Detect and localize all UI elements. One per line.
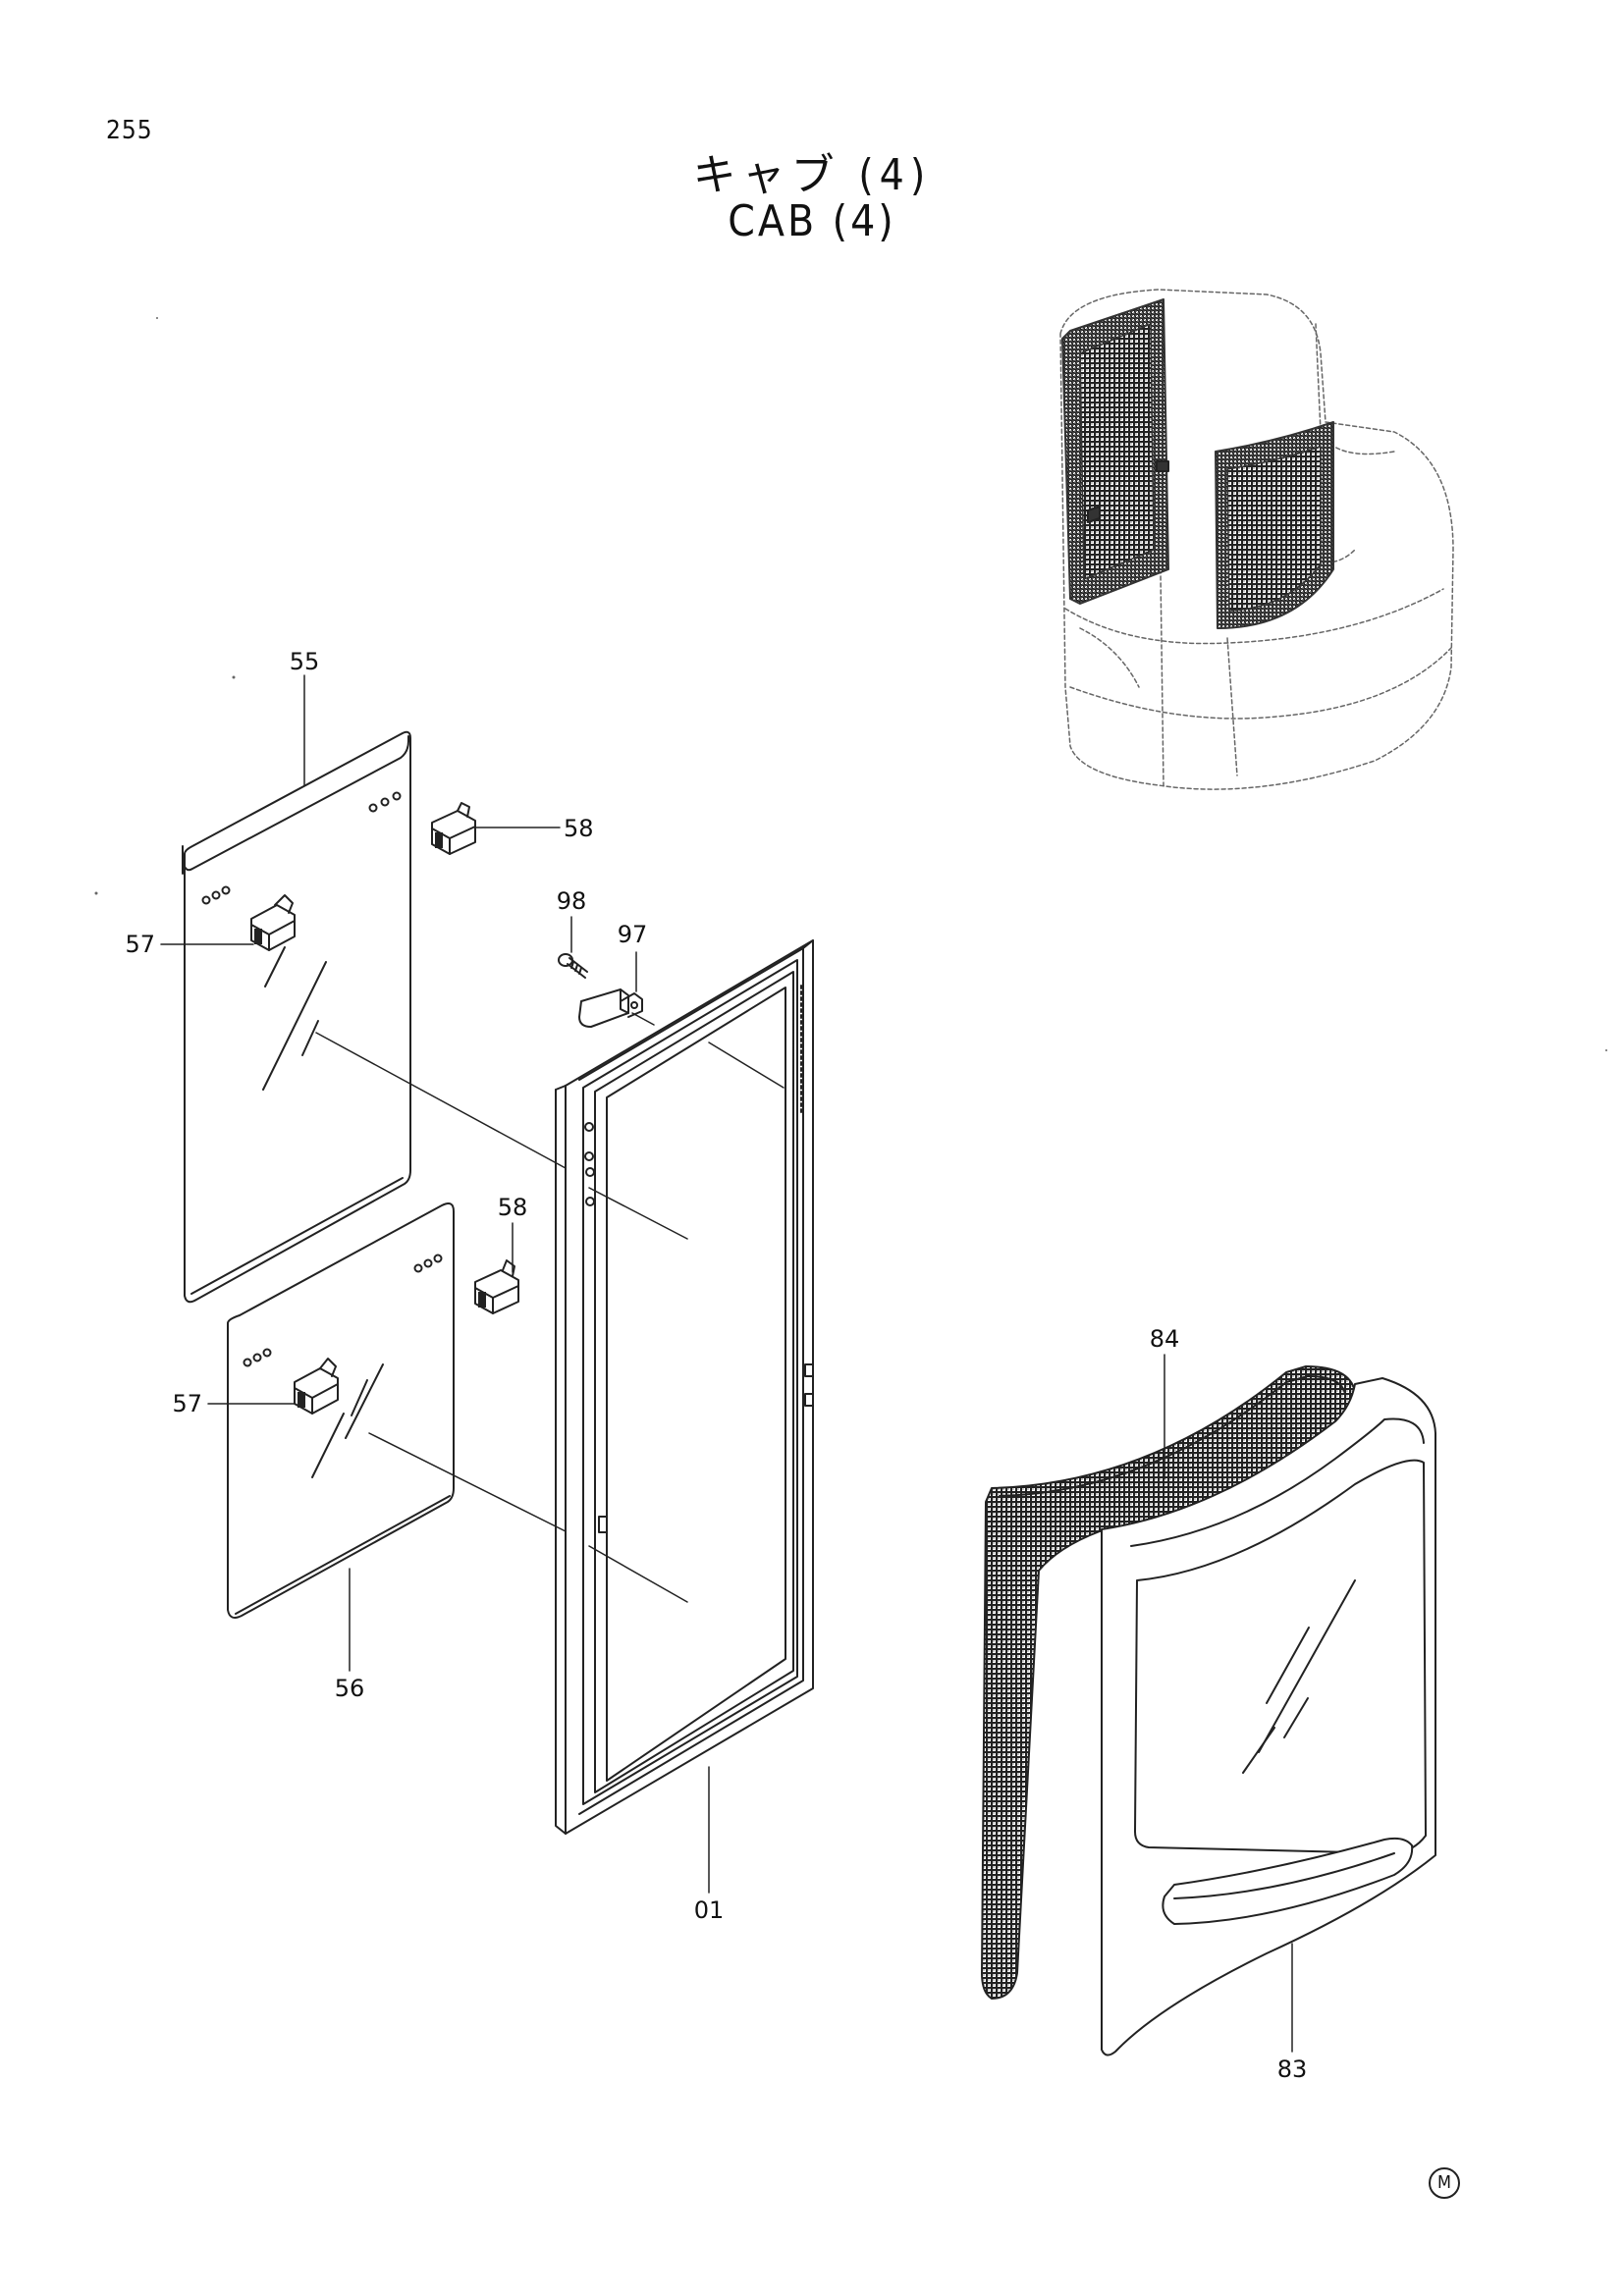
glass-panel-83 xyxy=(1101,1377,1436,2056)
glass-panel-55 xyxy=(182,730,411,1304)
callout-01: 01 xyxy=(694,1896,725,1924)
manufacturer-mark: M xyxy=(1429,2167,1460,2199)
scan-specks xyxy=(94,317,1607,1051)
clip-57-upper xyxy=(250,894,296,951)
clip-57-lower xyxy=(294,1358,339,1415)
assembly-guide-lines xyxy=(315,1012,785,1603)
callout-labels: 55 58 98 97 57 58 57 56 01 84 83 xyxy=(125,648,1307,2083)
callout-58-lower: 58 xyxy=(498,1194,528,1221)
title-english: CAB (4) xyxy=(728,196,896,246)
clip-58-lower xyxy=(474,1259,519,1314)
title-japanese: キャブ (4) xyxy=(692,150,932,200)
glass-panel-56 xyxy=(227,1202,455,1619)
cab-reference-door-highlight xyxy=(1061,298,1334,629)
callout-83: 83 xyxy=(1277,2056,1308,2083)
screw-98 xyxy=(558,953,588,979)
callout-55: 55 xyxy=(290,648,320,675)
clip-58-upper xyxy=(431,802,476,855)
callout-84: 84 xyxy=(1150,1325,1180,1353)
callout-57-upper: 57 xyxy=(125,931,155,958)
callout-58-upper: 58 xyxy=(564,815,594,842)
callout-98: 98 xyxy=(557,887,587,915)
callout-97: 97 xyxy=(618,921,648,948)
bracket-97 xyxy=(578,988,643,1028)
page-number: 255 xyxy=(106,116,153,145)
callout-56: 56 xyxy=(335,1675,365,1702)
callout-57-lower: 57 xyxy=(172,1390,202,1417)
door-frame-01 xyxy=(555,939,814,1835)
leader-lines xyxy=(160,674,1293,2053)
